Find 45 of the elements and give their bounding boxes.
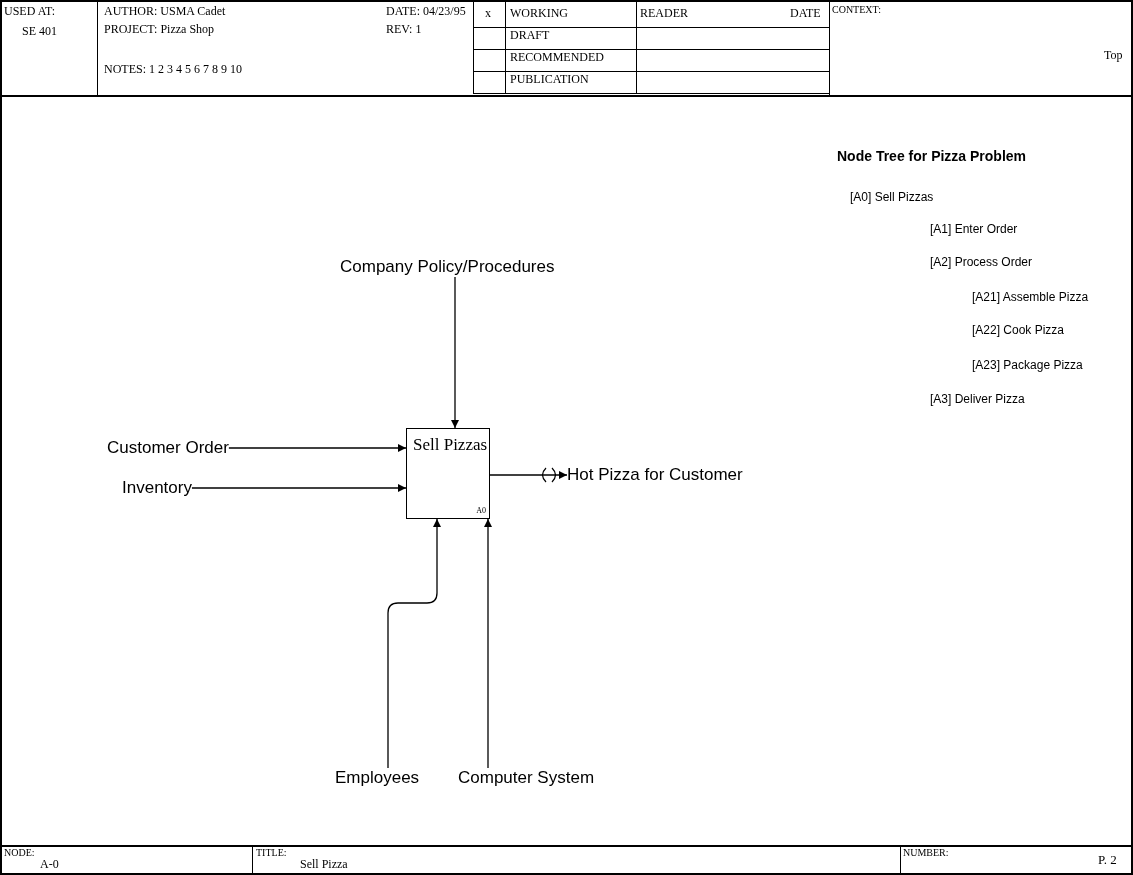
activity-name: Sell Pizzas <box>413 435 488 455</box>
form-value: DATE: 04/23/95 <box>386 4 466 19</box>
form-value: SE 401 <box>22 24 57 39</box>
status-label: WORKING <box>510 6 568 21</box>
form-value: PROJECT: Pizza Shop <box>104 22 215 37</box>
form-field-label: READER <box>640 6 688 21</box>
input-label: Customer Order <box>107 438 229 458</box>
tree-heading: Node Tree for Pizza Problem <box>837 148 1027 164</box>
status-label: RECOMMENDED <box>510 50 604 65</box>
form-value: A-0 <box>40 857 59 872</box>
arrow <box>484 518 492 769</box>
form-value: AUTHOR: USMA Cadet <box>104 4 226 19</box>
tree-item: [A1] Enter Order <box>930 222 1018 236</box>
status-label: DRAFT <box>510 28 550 43</box>
form-field-label: TITLE: <box>256 847 287 858</box>
form-field-label: NODE: <box>4 847 35 858</box>
form-field-label: DATE <box>790 6 821 21</box>
input-label: Inventory <box>122 478 192 498</box>
output-label: Hot Pizza for Customer <box>567 465 743 485</box>
form-value: NOTES: 1 2 3 4 5 6 7 8 9 10 <box>104 62 242 77</box>
activity-box <box>406 428 490 519</box>
tree-item: [A23] Package Pizza <box>972 358 1083 372</box>
node-number: A0 <box>476 506 486 515</box>
form-field-label: USED AT: <box>4 4 56 19</box>
form-value: Sell Pizza <box>300 857 348 872</box>
form-field-label: CONTEXT: <box>832 4 881 15</box>
form-value: Top <box>1104 48 1123 63</box>
status-label: PUBLICATION <box>510 72 589 87</box>
control-label: Company Policy/Procedures <box>340 257 555 277</box>
arrow <box>451 276 459 429</box>
arrow <box>228 444 407 452</box>
arrow <box>387 518 441 769</box>
mechanism-label: Employees <box>335 768 420 788</box>
tree-item: [A21] Assemble Pizza <box>972 290 1089 304</box>
tree-item: [A2] Process Order <box>930 255 1033 269</box>
mechanism-label: Computer System <box>458 768 595 788</box>
arrow <box>191 484 407 492</box>
arrow <box>489 471 568 479</box>
tree-item: [A22] Cook Pizza <box>972 323 1065 337</box>
tree-item: [A0] Sell Pizzas <box>850 190 934 204</box>
form-value: REV: 1 <box>386 22 422 37</box>
form-field-label: NUMBER: <box>903 847 949 858</box>
form-value: P. 2 <box>1098 852 1117 868</box>
tree-item: [A3] Deliver Pizza <box>930 392 1025 406</box>
status-mark: x <box>485 6 491 21</box>
